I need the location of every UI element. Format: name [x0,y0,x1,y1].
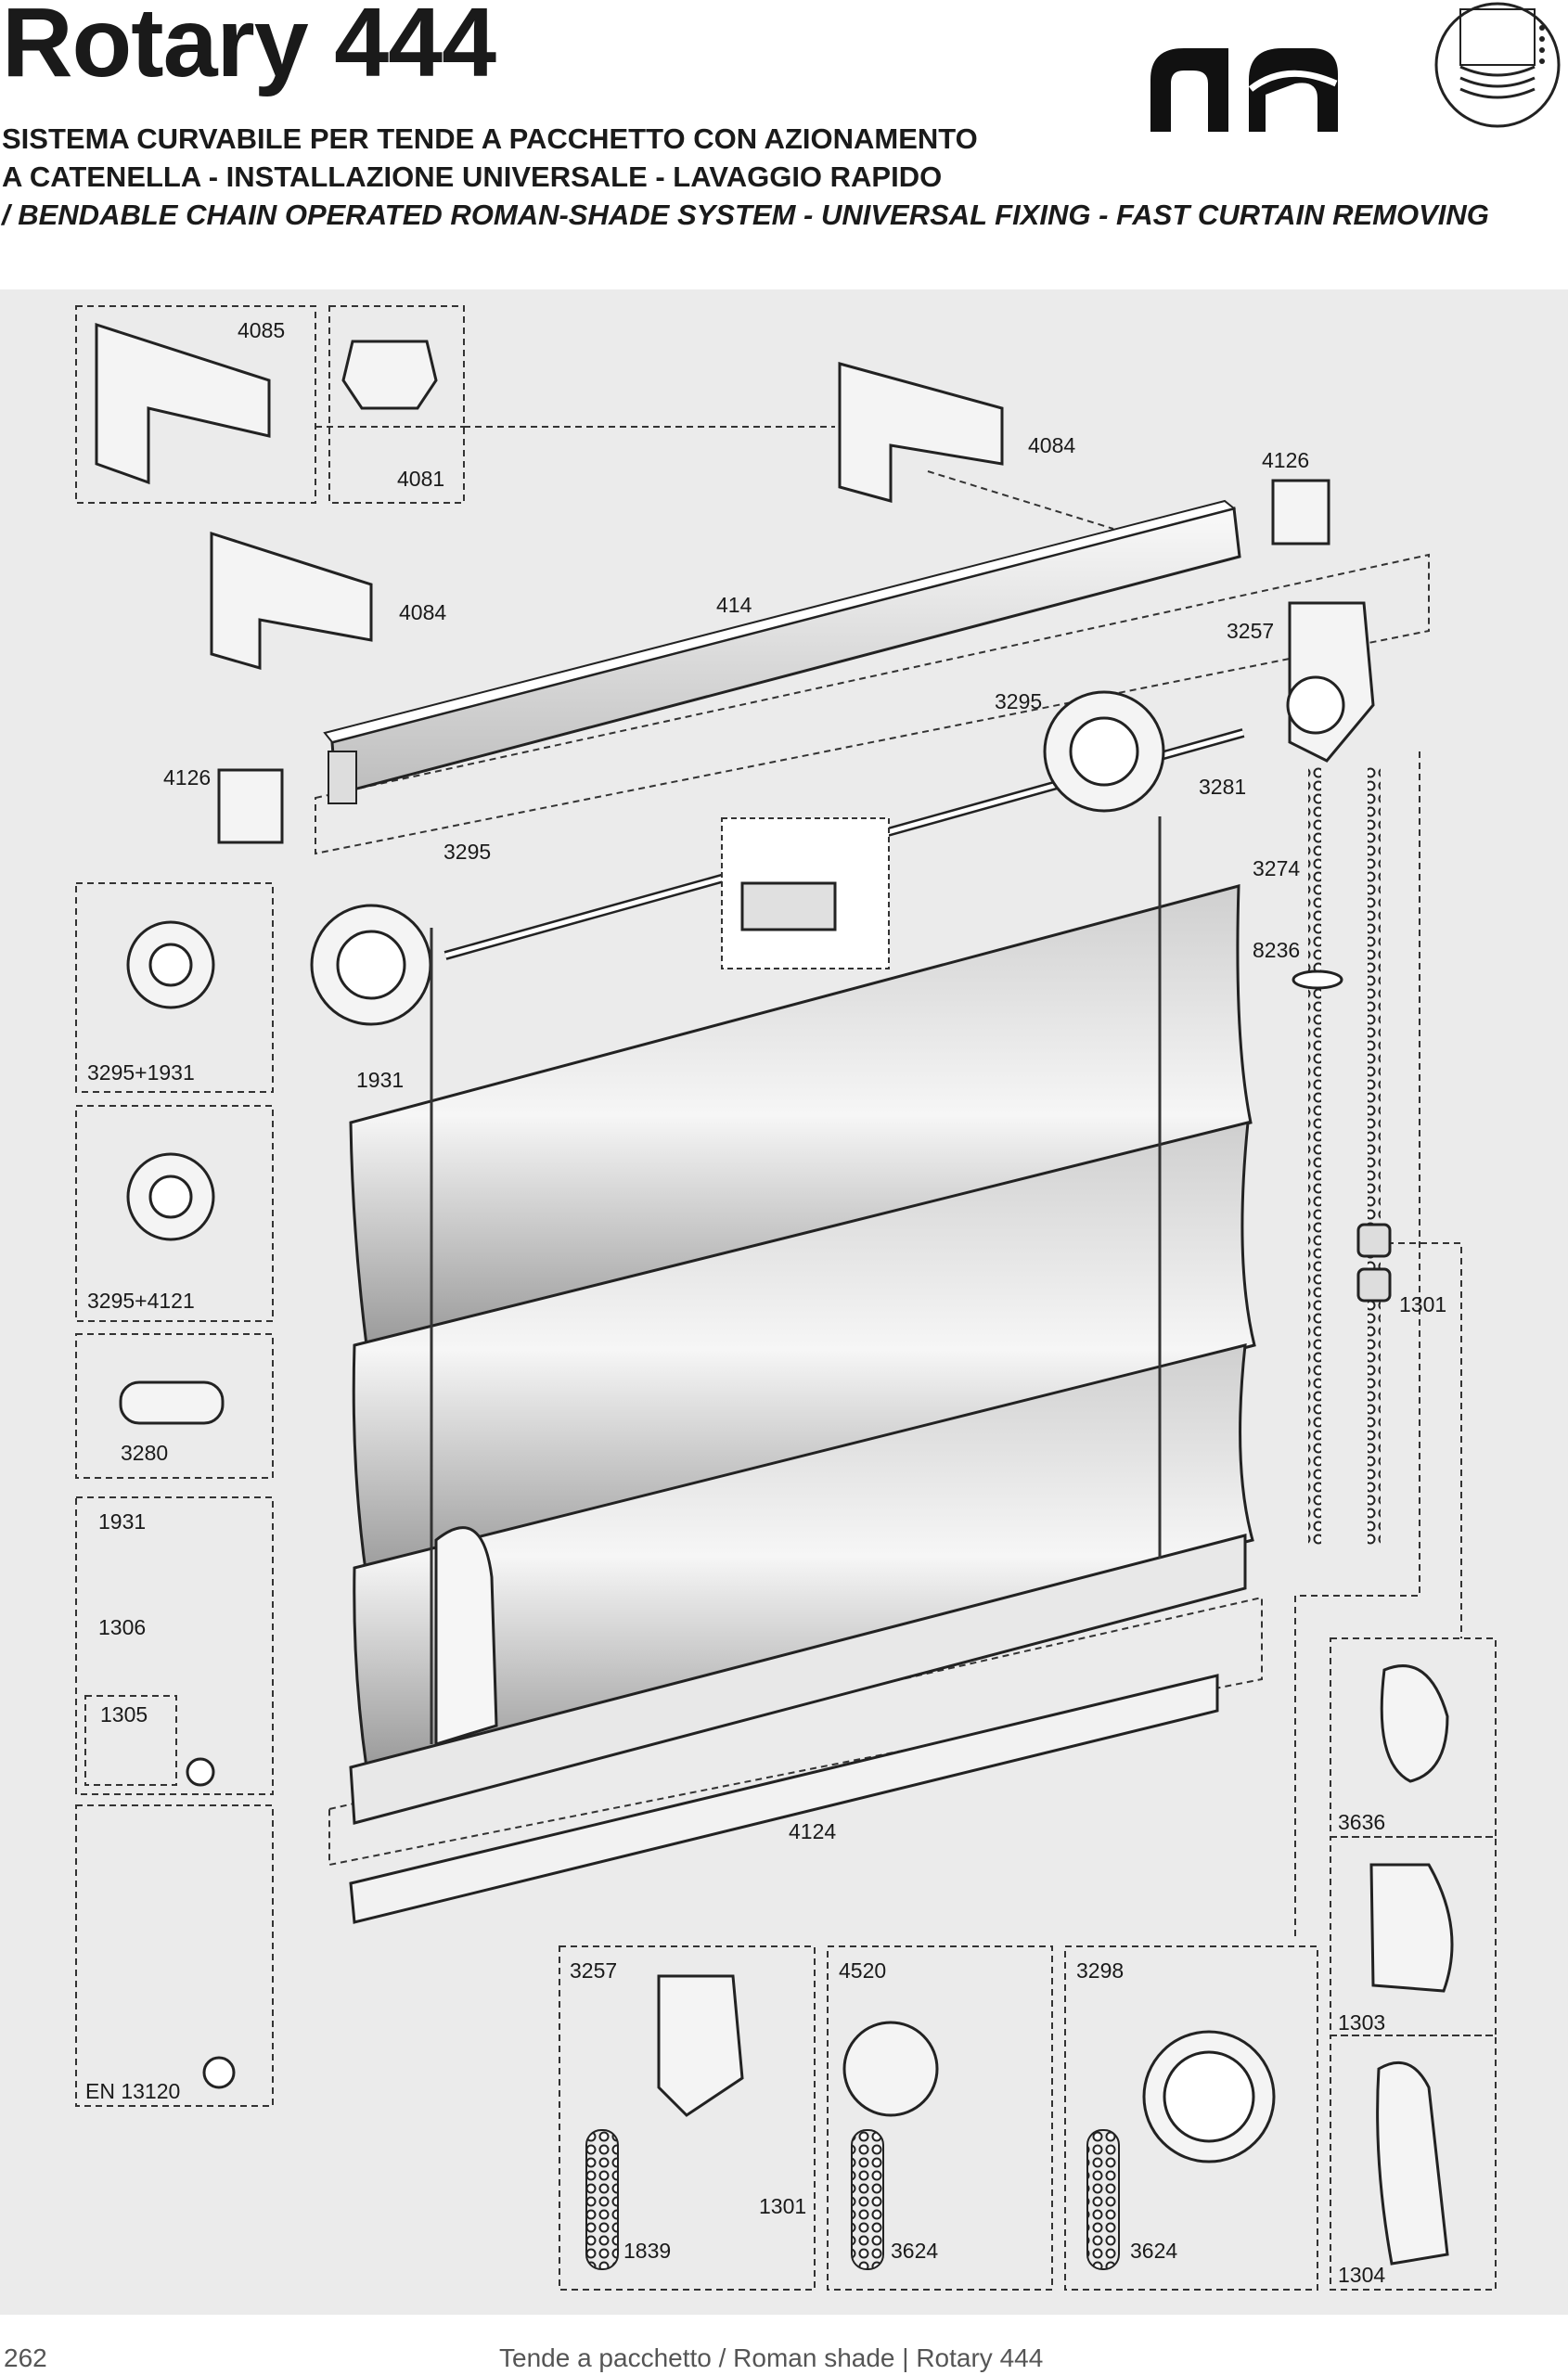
label-3295: 3295 [995,689,1042,713]
label-8236: 8236 [1253,938,1300,962]
label-4126: 4126 [1262,448,1309,472]
label-3295-4121: 3295+4121 [87,1289,195,1313]
label-3274: 3274 [1253,856,1300,880]
label-3624: 3624 [1130,2239,1177,2263]
subtitle-line-1: SISTEMA CURVABILE PER TENDE A PACCHETTO … [2,122,978,155]
brand-logo-icon [1150,48,1338,132]
exploded-diagram: 4085 4081 4084 4084 4126 4126 414 3257 3… [75,305,1497,2291]
label-1301: 1301 [759,2194,806,2218]
page-title: Rotary 444 [2,0,496,97]
page-number: 262 [4,2343,47,2372]
label-1839: 1839 [623,2239,671,2263]
chains-small [585,2129,1120,2270]
label-3257: 3257 [570,1958,617,1983]
subtitle-line-2: A CATENELLA - INSTALLAZIONE UNIVERSALE -… [2,160,943,193]
label-4084: 4084 [399,600,446,624]
label-3295: 3295 [443,840,491,864]
label-1305: 1305 [100,1702,148,1727]
label-1931: 1931 [98,1509,146,1534]
label-4081: 4081 [397,467,444,491]
label-1301: 1301 [1399,1292,1446,1316]
label-1306: 1306 [98,1615,146,1639]
footer-text: Tende a pacchetto / Roman shade | Rotary… [499,2343,1044,2372]
subtitle-line-3: / BENDABLE CHAIN OPERATED ROMAN-SHADE SY… [2,199,1489,231]
label-3298: 3298 [1076,1958,1124,1983]
label-3295-1931: 3295+1931 [87,1060,195,1085]
inset-frames [75,305,1497,2291]
label-4520: 4520 [839,1958,886,1983]
label-1304: 1304 [1338,2263,1385,2287]
label-3280: 3280 [121,1441,168,1465]
shade-fabric [349,816,1256,1924]
control-unit-3257 [1286,601,1392,1546]
label-4085: 4085 [238,318,285,342]
pulley-3295 [310,690,1165,1026]
label-3636: 3636 [1338,1810,1385,1834]
label-414: 414 [716,593,752,617]
label-3281: 3281 [1199,775,1246,799]
label-en-13120: EN 13120 [85,2079,180,2103]
label-4124: 4124 [789,1819,836,1843]
roman-shade-icon [1434,2,1561,128]
rail-414 [323,499,1241,804]
label-1303: 1303 [1338,2010,1385,2035]
label-4126: 4126 [163,765,211,790]
label-3624: 3624 [891,2239,938,2263]
brackets [95,322,1330,844]
label-4084: 4084 [1028,433,1075,457]
label-1931: 1931 [356,1068,404,1092]
inset-parts [119,920,1454,2266]
label-3257: 3257 [1227,619,1274,643]
